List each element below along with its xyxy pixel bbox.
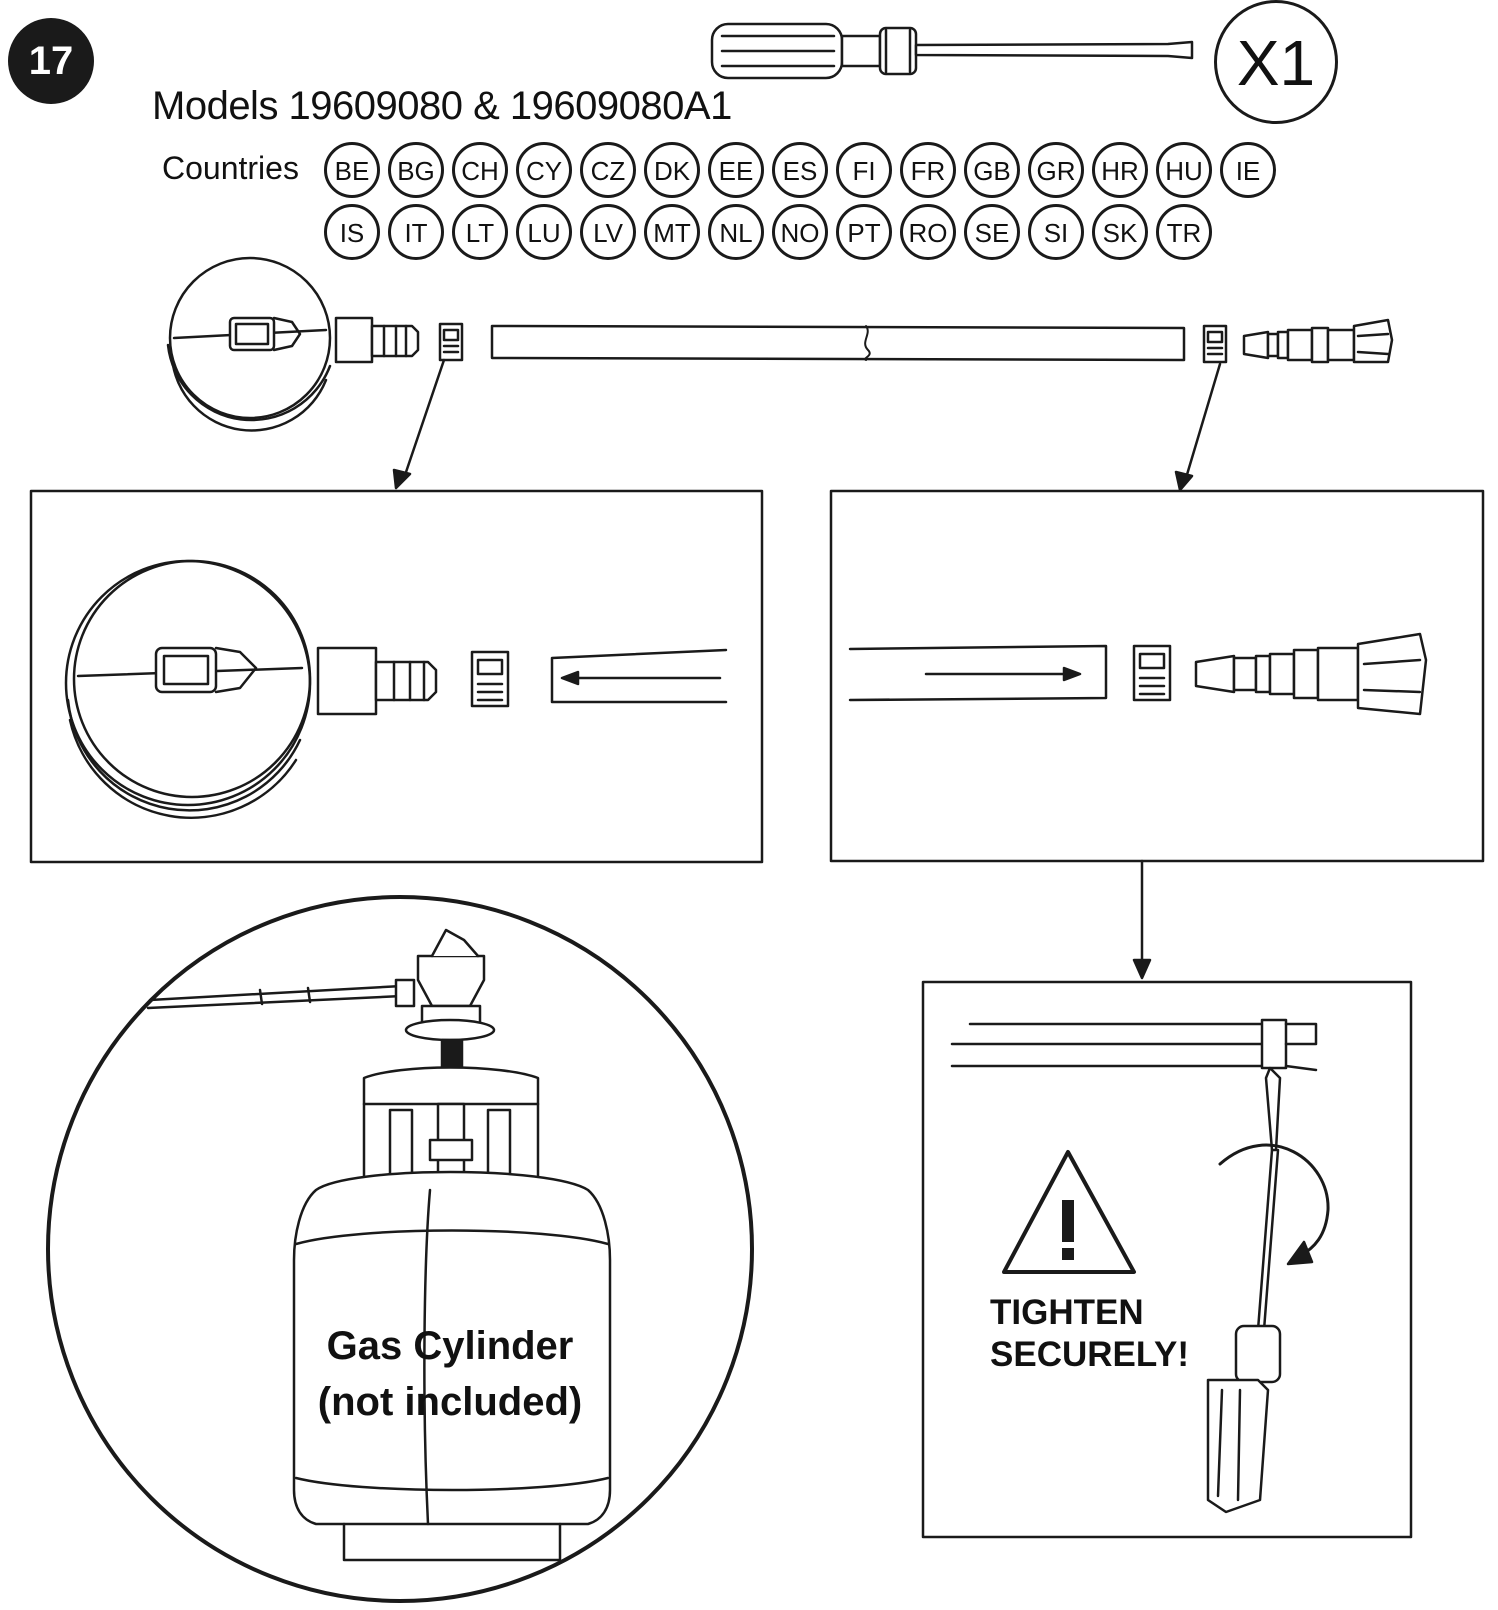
- hose-clamp-left-top: [438, 322, 464, 362]
- tighten-warning-line-2: SECURELY!: [990, 1335, 1190, 1374]
- country-code-si: SI: [1028, 204, 1084, 260]
- tighten-warning-line-1: TIGHTEN: [990, 1293, 1144, 1332]
- country-code-es: ES: [772, 142, 828, 198]
- country-code-lt: LT: [452, 204, 508, 260]
- gas-cylinder-line-2: (not included): [317, 1380, 583, 1424]
- detail-panel-left: [29, 489, 764, 864]
- hose-top: [490, 324, 1186, 362]
- country-code-fr: FR: [900, 142, 956, 198]
- gas-cylinder-label: Gas Cylinder (not included): [290, 1318, 610, 1430]
- country-code-gr: GR: [1028, 142, 1084, 198]
- country-code-no: NO: [772, 204, 828, 260]
- country-code-se: SE: [964, 204, 1020, 260]
- rotation-arrow-icon: [1218, 1143, 1330, 1258]
- country-code-tr: TR: [1156, 204, 1212, 260]
- step-number-badge: 17: [8, 18, 94, 104]
- arrow-to-left-detail: [392, 358, 446, 490]
- country-code-ro: RO: [900, 204, 956, 260]
- gas-cylinder-line-1: Gas Cylinder: [326, 1324, 574, 1368]
- countries-label: Countries: [162, 150, 299, 186]
- country-code-it: IT: [388, 204, 444, 260]
- country-code-be: BE: [324, 142, 380, 198]
- models-label: Models 19609080 & 19609080A1: [152, 84, 732, 128]
- country-code-mt: MT: [644, 204, 700, 260]
- hose-clamp-right-top: [1202, 324, 1228, 364]
- country-code-nl: NL: [708, 204, 764, 260]
- country-code-lv: LV: [580, 204, 636, 260]
- country-code-dk: DK: [644, 142, 700, 198]
- tighten-warning: TIGHTEN SECURELY!: [990, 1292, 1189, 1376]
- regulator-top: [166, 256, 420, 432]
- country-code-ch: CH: [452, 142, 508, 198]
- tighten-panel: [921, 980, 1413, 1539]
- cylinder-illustration: [46, 895, 754, 1603]
- country-code-gb: GB: [964, 142, 1020, 198]
- country-code-hu: HU: [1156, 142, 1212, 198]
- country-code-cz: CZ: [580, 142, 636, 198]
- arrow-to-right-detail: [1174, 362, 1222, 492]
- country-code-ee: EE: [708, 142, 764, 198]
- country-code-cy: CY: [516, 142, 572, 198]
- country-code-ie: IE: [1220, 142, 1276, 198]
- country-code-lu: LU: [516, 204, 572, 260]
- cylinder-fitting-top: [1242, 318, 1394, 364]
- detail-panel-right: [829, 489, 1485, 863]
- quantity-badge: X1: [1214, 0, 1338, 124]
- country-code-pt: PT: [836, 204, 892, 260]
- arrow-to-tighten-panel: [1132, 859, 1152, 980]
- country-code-bg: BG: [388, 142, 444, 198]
- country-code-hr: HR: [1092, 142, 1148, 198]
- screwdriver-icon: [710, 22, 1194, 80]
- country-code-fi: FI: [836, 142, 892, 198]
- country-code-sk: SK: [1092, 204, 1148, 260]
- country-code-is: IS: [324, 204, 380, 260]
